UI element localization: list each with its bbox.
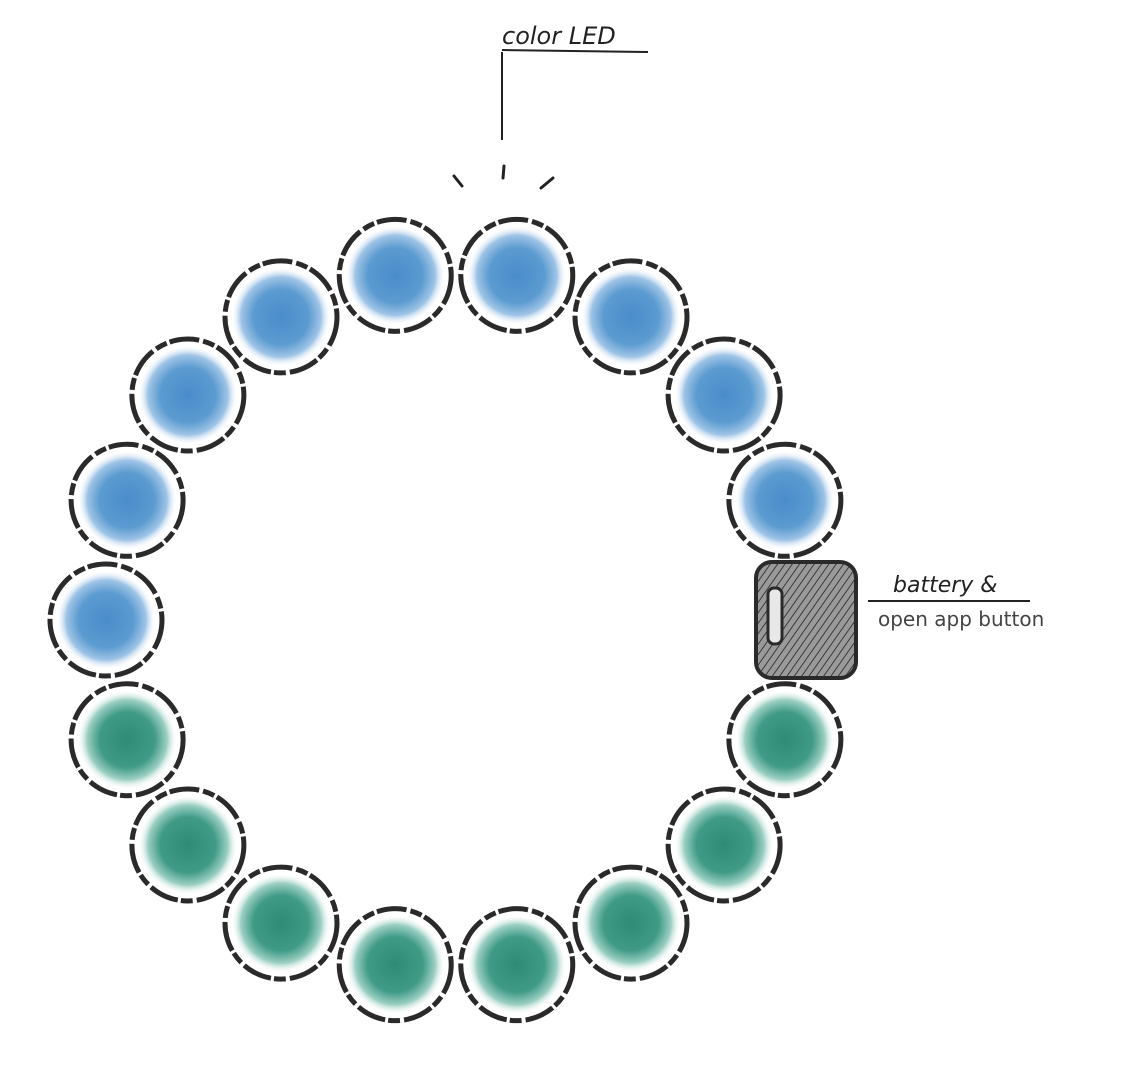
blue-led-glow — [231, 266, 331, 367]
led-label-underline — [501, 49, 649, 53]
blue-led-glow — [581, 266, 681, 367]
green-led-glow — [231, 873, 331, 974]
led-bead — [458, 216, 576, 334]
led-bead — [222, 864, 340, 982]
led-bead — [458, 906, 576, 1024]
led-bead — [572, 864, 690, 982]
battery-label-line1: battery & — [893, 573, 997, 598]
bracelet-ring — [47, 216, 858, 1024]
led-bead — [726, 681, 844, 799]
led-bead — [47, 561, 165, 679]
open-app-button — [766, 586, 784, 646]
glow-mark-right — [539, 176, 555, 190]
green-led-glow — [734, 689, 835, 790]
glow-mark-left — [452, 174, 464, 188]
blue-led-glow — [137, 345, 238, 446]
led-bead — [129, 336, 247, 454]
led-bead — [665, 336, 783, 454]
led-callout: color LED — [452, 22, 649, 190]
blue-led-glow — [56, 570, 156, 670]
led-bead — [336, 906, 454, 1024]
led-bead — [222, 258, 340, 376]
green-led-glow — [77, 689, 178, 790]
led-bead — [129, 786, 247, 904]
green-led-glow — [345, 914, 446, 1015]
blue-led-glow — [674, 345, 775, 446]
blue-led-glow — [466, 225, 567, 326]
blue-led-glow — [345, 225, 446, 326]
green-led-glow — [466, 914, 567, 1015]
glow-mark-center — [501, 164, 506, 180]
green-led-glow — [581, 873, 681, 974]
led-bead — [68, 681, 186, 799]
led-bead — [665, 786, 783, 904]
led-bead — [68, 441, 186, 559]
green-led-glow — [137, 794, 238, 895]
battery-label-line2: open app button — [878, 607, 1044, 631]
battery-module — [754, 560, 858, 680]
led-label: color LED — [502, 22, 616, 50]
led-bead — [336, 216, 454, 334]
led-bead — [572, 258, 690, 376]
led-bead — [726, 441, 844, 559]
blue-led-glow — [77, 450, 178, 551]
green-led-glow — [674, 794, 775, 895]
battery-callout: battery & open app button — [868, 573, 1044, 631]
blue-led-glow — [734, 450, 835, 551]
